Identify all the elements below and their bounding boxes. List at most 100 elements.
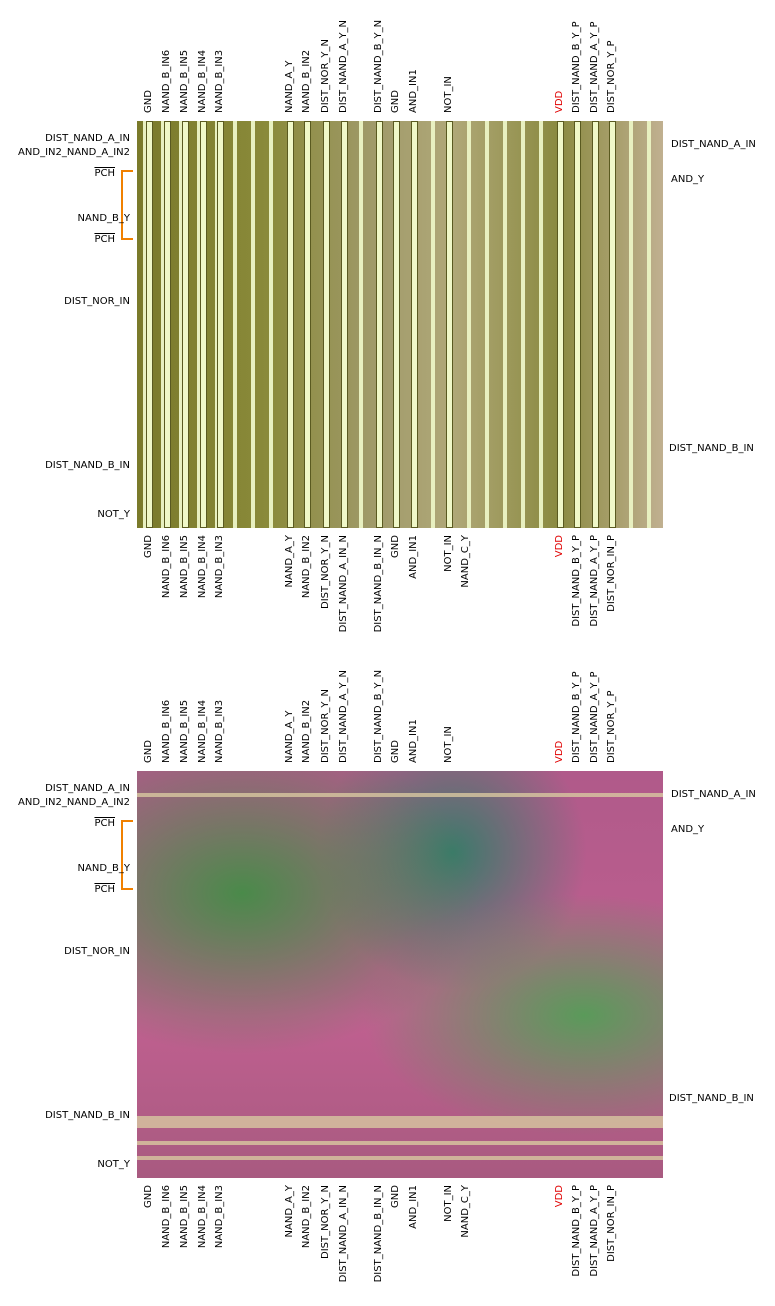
die-photo-substrate-layer: [137, 771, 663, 1178]
pch-bracket: [121, 170, 133, 240]
pin-label-bottom: GND: [143, 1185, 154, 1208]
signal-label-left: PCH: [0, 818, 115, 830]
signal-label-left: NOT_Y: [97, 1159, 130, 1170]
signal-label-left: PCH: [0, 168, 115, 180]
pin-label-top: NAND_B_IN5: [179, 49, 190, 113]
pin-label-bottom: NAND_B_IN2: [301, 1185, 312, 1249]
pin-label-bottom: NAND_B_IN4: [197, 1185, 208, 1249]
signal-label-left: PCH: [0, 234, 115, 246]
pin-label-top: DIST_NOR_Y_P: [606, 40, 617, 113]
pin-label-top: DIST_NAND_A_Y_N: [338, 669, 349, 763]
pin-label-bottom: NAND_B_IN6: [161, 535, 172, 599]
pch-label: PCH: [94, 168, 115, 179]
pin-label-bottom: DIST_NAND_A_IN_N: [338, 1185, 349, 1283]
metal-line: [217, 121, 224, 528]
metal-line: [609, 121, 616, 528]
pin-label-top: AND_IN1: [408, 719, 419, 763]
signal-label-left: DIST_NOR_IN: [64, 296, 130, 307]
pin-label-top: NAND_B_IN3: [214, 49, 225, 113]
pin-label-top: DIST_NAND_A_Y_N: [338, 19, 349, 113]
pin-label-top: DIST_NOR_Y_N: [320, 39, 331, 113]
signal-label-right: DIST_NAND_B_IN: [669, 443, 754, 454]
pin-label-top: DIST_NAND_B_Y_N: [373, 669, 384, 763]
pin-label-top: GND: [390, 740, 401, 763]
pin-label-top: DIST_NAND_B_Y_P: [571, 671, 582, 763]
metal-line: [341, 121, 348, 528]
pin-label-top: NAND_A_Y: [284, 710, 295, 763]
pin-label-bottom: NAND_B_IN4: [197, 535, 208, 599]
pin-label-top: NAND_B_IN5: [179, 699, 190, 763]
pin-label-top: NAND_B_IN2: [301, 49, 312, 113]
pin-label-bottom: VDD: [554, 535, 565, 558]
metal-line: [376, 121, 383, 528]
signal-label-left: DIST_NAND_A_IN: [45, 783, 130, 794]
pin-label-bottom: NAND_A_Y: [284, 535, 295, 588]
pin-label-bottom: NAND_B_IN5: [179, 535, 190, 599]
pin-label-bottom: DIST_NOR_Y_N: [320, 535, 331, 609]
metal-line: [411, 121, 418, 528]
pin-label-bottom: DIST_NAND_B_IN_N: [373, 535, 384, 633]
pin-label-bottom: NAND_B_IN3: [214, 535, 225, 599]
pin-label-top: DIST_NOR_Y_N: [320, 689, 331, 763]
pin-label-top: GND: [143, 90, 154, 113]
pin-label-bottom: NOT_IN: [443, 1185, 454, 1222]
pin-label-bottom: AND_IN1: [408, 1185, 419, 1229]
metal-line: [146, 121, 153, 528]
pin-label-bottom: DIST_NAND_B_Y_P: [571, 535, 582, 627]
die-photo-metal-layer: [137, 121, 663, 528]
metal-line: [182, 121, 189, 528]
pin-label-bottom: NAND_B_IN2: [301, 535, 312, 599]
metal-line: [592, 121, 599, 528]
pin-label-bottom: NAND_B_IN5: [179, 1185, 190, 1249]
metal-line: [164, 121, 171, 528]
metal-line: [200, 121, 207, 528]
pin-label-top: DIST_NAND_B_Y_N: [373, 19, 384, 113]
signal-label-right: DIST_NAND_A_IN: [671, 789, 756, 800]
pin-label-bottom: DIST_NAND_B_IN_N: [373, 1185, 384, 1283]
pin-label-bottom: NAND_B_IN6: [161, 1185, 172, 1249]
pin-label-bottom: AND_IN1: [408, 535, 419, 579]
signal-label-right: AND_Y: [671, 174, 705, 185]
pin-label-bottom: DIST_NOR_IN_P: [606, 1185, 617, 1262]
pin-label-top: DIST_NAND_A_Y_P: [589, 671, 600, 763]
pin-label-top: DIST_NOR_Y_P: [606, 690, 617, 763]
signal-label-right: DIST_NAND_B_IN: [669, 1093, 754, 1104]
pin-label-top: AND_IN1: [408, 69, 419, 113]
metal-line: [574, 121, 581, 528]
signal-label-left: NAND_B_Y: [77, 863, 130, 874]
metal-line: [557, 121, 564, 528]
metal-line: [287, 121, 294, 528]
metal-line: [393, 121, 400, 528]
pin-label-top: VDD: [554, 90, 565, 113]
signal-label-left: DIST_NAND_A_IN: [45, 133, 130, 144]
signal-label-left: DIST_NAND_B_IN: [45, 460, 130, 471]
pin-label-bottom: NAND_A_Y: [284, 1185, 295, 1238]
pin-label-bottom: NOT_IN: [443, 535, 454, 572]
metal-line: [323, 121, 330, 528]
signal-label-left: AND_IN2_NAND_A_IN2: [18, 147, 130, 158]
pin-label-bottom: DIST_NAND_A_Y_P: [589, 1185, 600, 1277]
pin-label-bottom: GND: [390, 535, 401, 558]
pin-label-bottom: GND: [390, 1185, 401, 1208]
signal-label-left: AND_IN2_NAND_A_IN2: [18, 797, 130, 808]
metal-line: [304, 121, 311, 528]
pin-label-top: NAND_B_IN3: [214, 699, 225, 763]
signal-label-right: DIST_NAND_A_IN: [671, 139, 756, 150]
pin-label-top: NAND_B_IN6: [161, 699, 172, 763]
pin-label-bottom: NAND_B_IN3: [214, 1185, 225, 1249]
pin-label-bottom: DIST_NOR_Y_N: [320, 1185, 331, 1259]
pch-bracket: [121, 820, 133, 890]
pin-label-bottom: NAND_C_Y: [460, 535, 471, 588]
pin-label-top: NOT_IN: [443, 726, 454, 763]
signal-label-right: AND_Y: [671, 824, 705, 835]
pin-label-top: GND: [143, 740, 154, 763]
pch-label: PCH: [94, 884, 115, 895]
pch-label: PCH: [94, 234, 115, 245]
signal-label-left: NOT_Y: [97, 509, 130, 520]
signal-label-left: PCH: [0, 884, 115, 896]
pin-label-bottom: NAND_C_Y: [460, 1185, 471, 1238]
pin-label-top: DIST_NAND_A_Y_P: [589, 21, 600, 113]
signal-label-left: DIST_NOR_IN: [64, 946, 130, 957]
signal-label-left: DIST_NAND_B_IN: [45, 1110, 130, 1121]
pin-label-bottom: VDD: [554, 1185, 565, 1208]
